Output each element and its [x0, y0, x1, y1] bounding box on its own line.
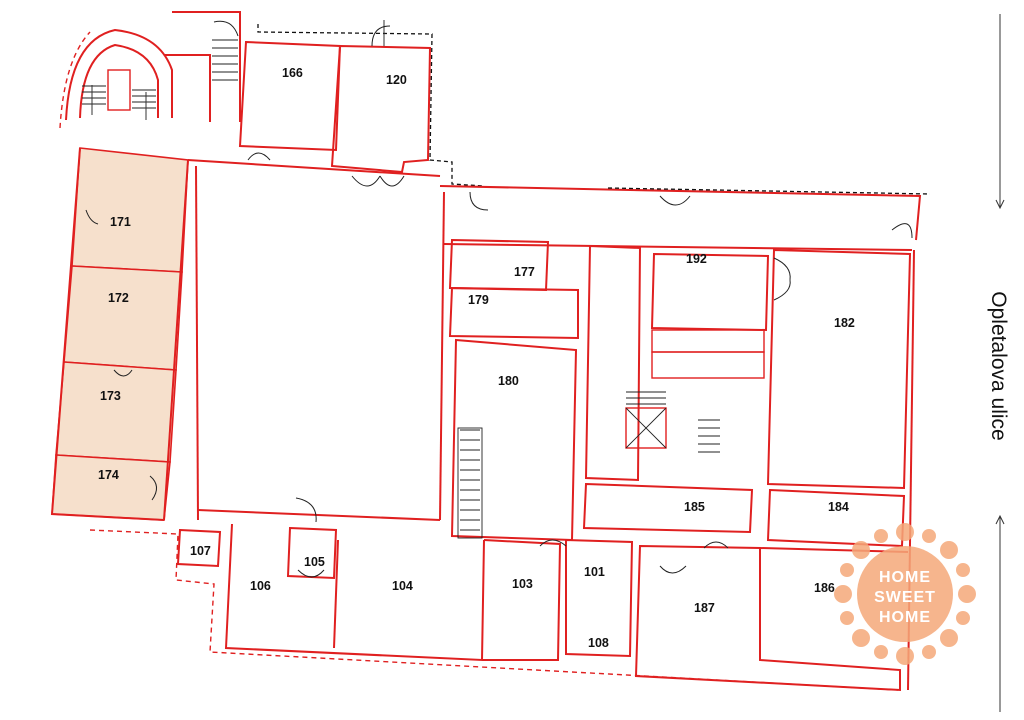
- room-label-180: 180: [498, 374, 519, 388]
- room-label-120: 120: [386, 73, 407, 87]
- street-label: Opletalova ulice: [987, 291, 1010, 440]
- room-172-fill[interactable]: [63, 265, 183, 371]
- room-label-182: 182: [834, 316, 855, 330]
- room-label-103: 103: [512, 577, 533, 591]
- room-label-172: 172: [108, 291, 129, 305]
- room-label-185: 185: [684, 500, 705, 514]
- room-label-171: 171: [110, 215, 131, 229]
- arrow-down-head-icon: [995, 199, 1005, 210]
- room-label-177: 177: [514, 265, 535, 279]
- room-label-101: 101: [584, 565, 605, 579]
- room-label-166: 166: [282, 66, 303, 80]
- room-label-184: 184: [828, 500, 849, 514]
- rooms-central: [85, 191, 913, 578]
- room-label-107: 107: [190, 544, 211, 558]
- room-label-108: 108: [588, 636, 609, 650]
- room-171-fill[interactable]: [71, 147, 189, 273]
- arrow-up-head-icon: [995, 514, 1005, 525]
- room-label-187: 187: [694, 601, 715, 615]
- room-173-fill[interactable]: [55, 361, 177, 463]
- logo-line-3: HOME: [879, 609, 931, 626]
- room-labels: 166 120 171 172 173 174 177 179 180 192 …: [98, 66, 855, 650]
- home-sweet-home-logo: HOME SWEET HOME: [834, 523, 976, 665]
- room-174-fill[interactable]: [51, 454, 171, 521]
- rooms-north: [238, 20, 485, 187]
- sun-house-logo-icon: [834, 523, 976, 665]
- street-indicator: Opletalova ulice: [987, 14, 1010, 712]
- room-label-105: 105: [304, 555, 325, 569]
- stair-tower-northwest: [59, 11, 241, 129]
- room-label-106: 106: [250, 579, 271, 593]
- room-label-104: 104: [392, 579, 413, 593]
- room-label-174: 174: [98, 468, 119, 482]
- logo-line-1: HOME: [879, 569, 931, 586]
- building-outline: [50, 147, 931, 692]
- room-label-186: 186: [814, 581, 835, 595]
- room-label-173: 173: [100, 389, 121, 403]
- room-label-179: 179: [468, 293, 489, 307]
- logo-line-2: SWEET: [874, 589, 936, 606]
- room-label-192: 192: [686, 252, 707, 266]
